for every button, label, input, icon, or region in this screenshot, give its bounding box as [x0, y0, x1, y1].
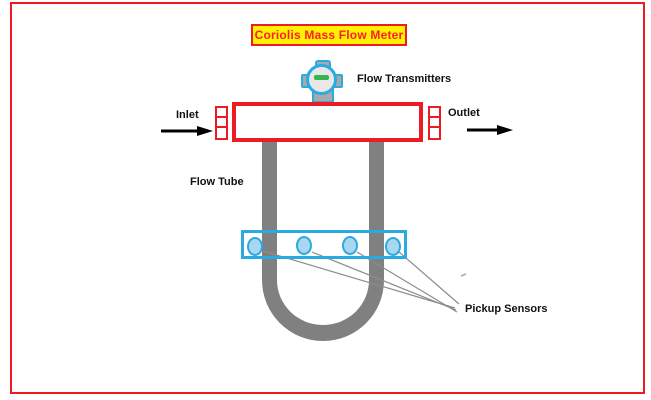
transmitter-housing	[306, 64, 337, 95]
outlet-label: Outlet	[448, 107, 480, 119]
pickup-sensor	[247, 237, 263, 256]
meter-body	[232, 102, 423, 142]
inlet-flange	[215, 106, 228, 140]
pickup-sensor	[342, 236, 358, 255]
transmitter-display	[314, 75, 329, 80]
diagram-title: Coriolis Mass Flow Meter	[254, 28, 404, 42]
diagram-title-box: Coriolis Mass Flow Meter	[251, 24, 407, 46]
pickup-sensor	[385, 237, 401, 256]
flow-tube-label: Flow Tube	[190, 176, 244, 188]
outlet-flange	[428, 106, 441, 140]
pickup-sensors-label: Pickup Sensors	[465, 303, 548, 315]
flow-transmitters-label: Flow Transmitters	[357, 73, 452, 85]
inlet-label: Inlet	[176, 109, 199, 121]
sensor-mounting-bar	[241, 230, 407, 259]
pickup-sensor	[296, 236, 312, 255]
